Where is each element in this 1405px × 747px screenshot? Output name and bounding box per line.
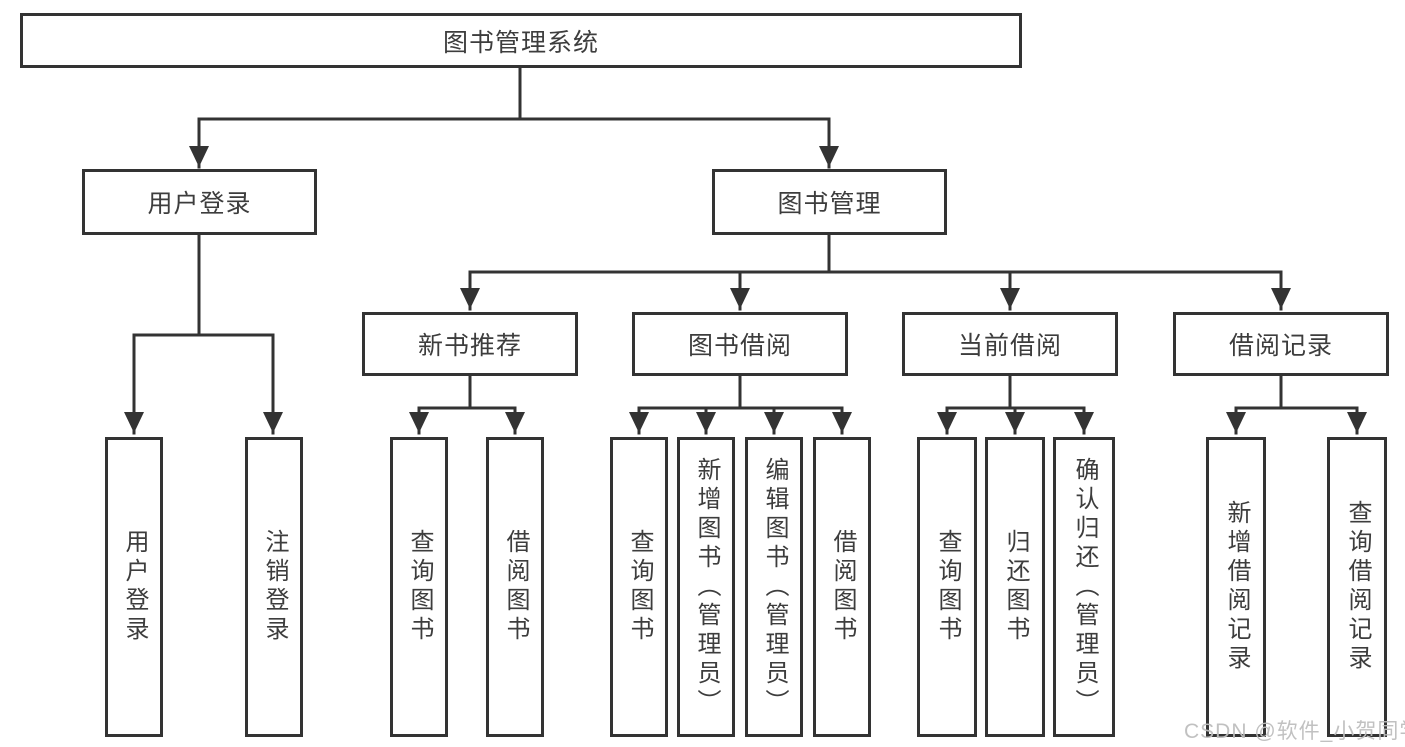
leaf-confirm-return-admin: 确认归还（管理员） xyxy=(1053,437,1115,737)
node-library-management-system: 图书管理系统 xyxy=(20,13,1022,68)
node-book-management: 图书管理 xyxy=(712,169,947,235)
leaf-logout: 注销登录 xyxy=(245,437,303,737)
node-borrowing-records: 借阅记录 xyxy=(1173,312,1389,376)
edges-borrowing-records xyxy=(1226,374,1367,435)
edges-current-borrowing xyxy=(937,374,1094,435)
leaf-add-book-admin: 新增图书（管理员） xyxy=(677,437,735,737)
edges-book-management xyxy=(460,233,1291,311)
edges-book-borrowing xyxy=(629,374,852,435)
leaf-query-books-recommendation: 查询图书 xyxy=(390,437,448,737)
leaf-borrow-books-borrowing: 借阅图书 xyxy=(813,437,871,737)
leaf-query-books-current: 查询图书 xyxy=(917,437,977,737)
leaf-return-book: 归还图书 xyxy=(985,437,1045,737)
node-new-book-recommendation: 新书推荐 xyxy=(362,312,578,376)
leaf-query-books-borrowing: 查询图书 xyxy=(610,437,668,737)
leaf-borrow-books-recommendation: 借阅图书 xyxy=(486,437,544,737)
node-user-login: 用户登录 xyxy=(82,169,317,235)
node-current-borrowing: 当前借阅 xyxy=(902,312,1118,376)
leaf-query-borrowing-record: 查询借阅记录 xyxy=(1327,437,1387,737)
edges-user-login xyxy=(124,233,283,435)
leaf-add-borrowing-record: 新增借阅记录 xyxy=(1206,437,1266,737)
leaf-edit-book-admin: 编辑图书（管理员） xyxy=(745,437,803,737)
csdn-watermark: CSDN @软件_小贺同学 xyxy=(1184,720,1405,743)
edges-root xyxy=(189,65,839,169)
edges-new-book-recommendation xyxy=(409,374,525,435)
node-book-borrowing: 图书借阅 xyxy=(632,312,848,376)
leaf-user-login: 用户登录 xyxy=(105,437,163,737)
